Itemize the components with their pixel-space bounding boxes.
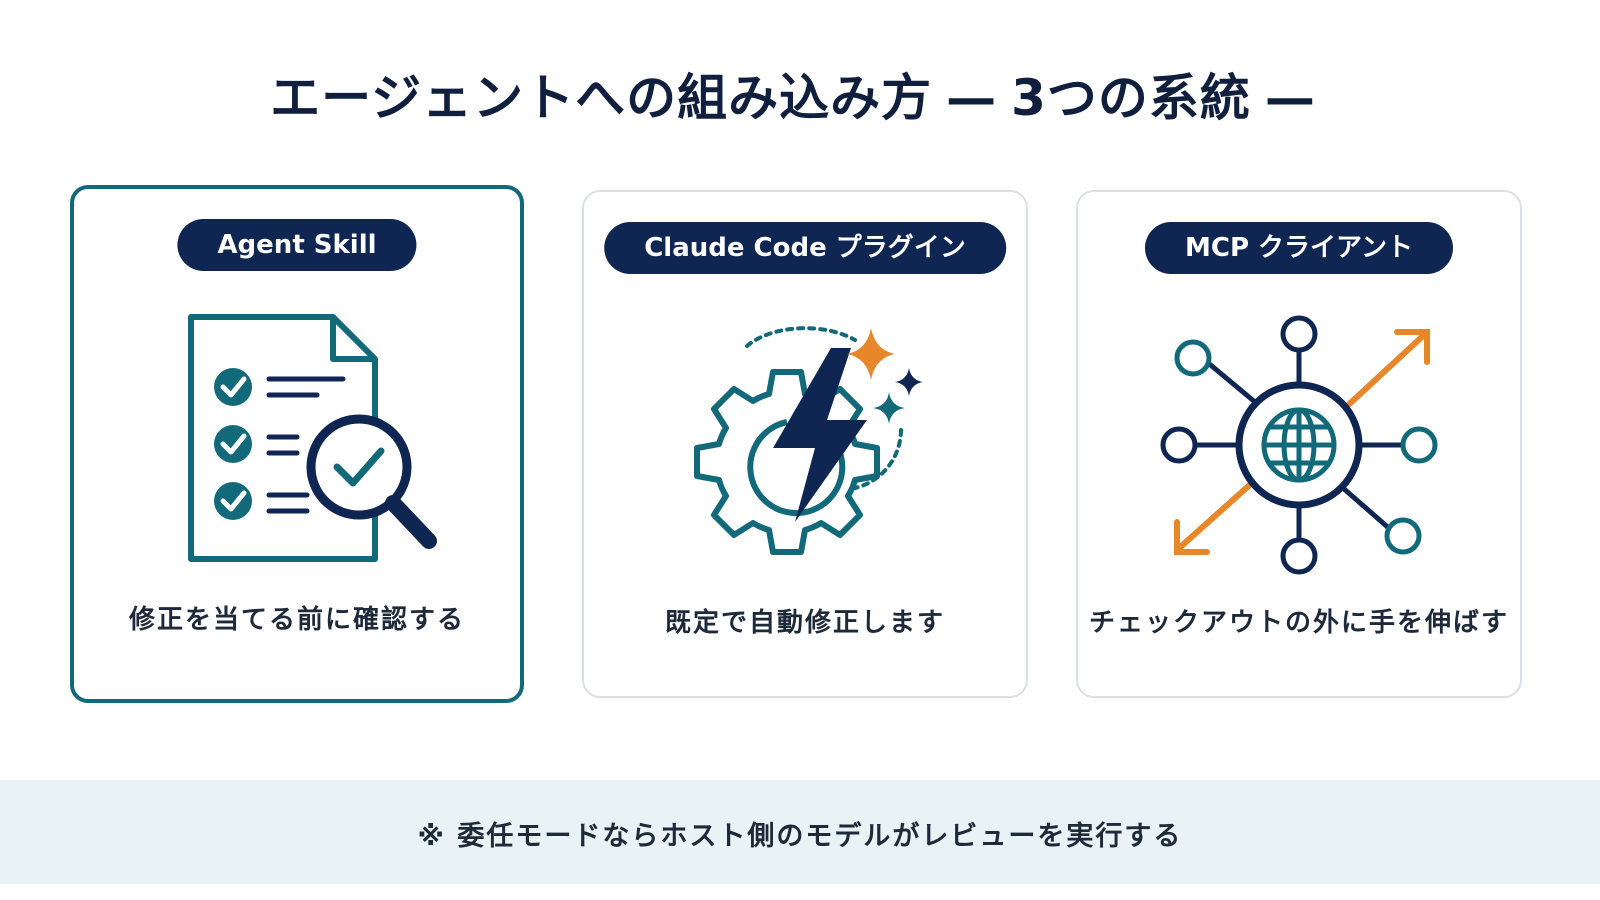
footnote-text: ※ 委任モードならホスト側のモデルがレビューを実行する [417, 821, 1183, 852]
card-mcp-client[interactable]: MCP クライアント [1076, 190, 1522, 698]
card-agent-skill[interactable]: Agent Skill 修正を当てる前に確認する [70, 185, 524, 703]
footnote-band: ※ 委任モードならホスト側のモデルがレビューを実行する [0, 780, 1600, 884]
title-dash-right: — [1264, 69, 1316, 127]
card-description-mcp-client: チェックアウトの外に手を伸ばす [1088, 608, 1509, 638]
card-description-claude-code-plugin: 既定で自動修正します [664, 608, 945, 638]
card-label-mcp-client: MCP クライアント [1144, 222, 1454, 274]
title-main: エージェントへの組み込み方 [270, 69, 933, 127]
card-claude-code-plugin[interactable]: Claude Code プラグイン 既定で自動修正します [582, 190, 1028, 698]
checklist-magnifier-icon [188, 314, 437, 562]
card-label-claude-code-plugin: Claude Code プラグイン [604, 222, 1006, 274]
card-label-agent-skill: Agent Skill [177, 219, 417, 271]
card-description-agent-skill: 修正を当てる前に確認する [128, 605, 465, 635]
title-sub: 3つの系統 [1011, 69, 1251, 127]
title-dash-left: — [946, 69, 998, 127]
gear-lightning-icon [694, 326, 923, 555]
network-globe-icon [1160, 315, 1438, 575]
page-title: エージェントへの組み込み方—3つの系統— [0, 58, 1600, 130]
